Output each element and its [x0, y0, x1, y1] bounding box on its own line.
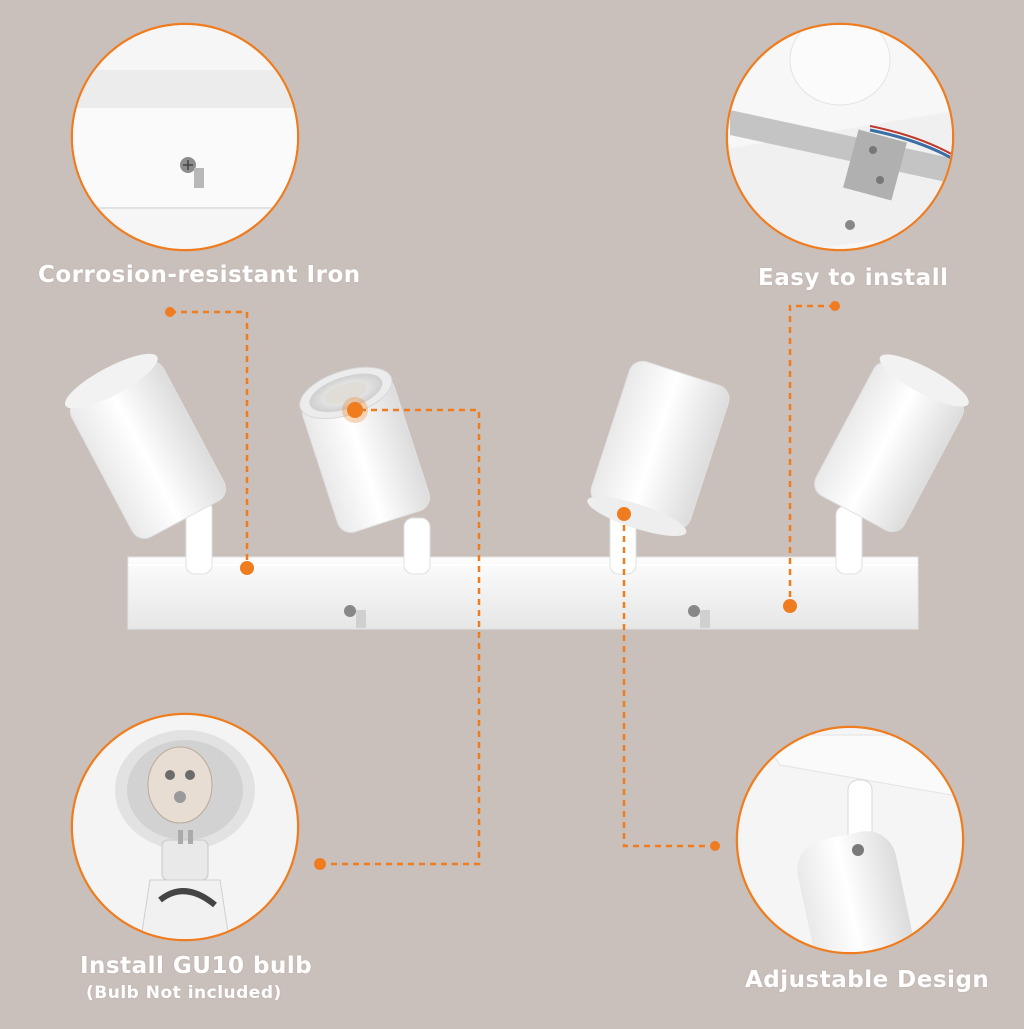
- callout-adjust-dot-start: [617, 507, 631, 521]
- spotlight-2: [299, 366, 431, 533]
- gu10-socket: [147, 746, 213, 824]
- callout-adjust-dot-end: [710, 841, 720, 851]
- track-light-fixture: [64, 353, 969, 630]
- feature-label-adjust: Adjustable Design: [745, 967, 990, 993]
- screw-icon: [180, 157, 204, 188]
- callout-bulb-dot-end: [347, 402, 363, 418]
- callout-install-dot-start: [830, 301, 840, 311]
- spotlight-1: [64, 353, 227, 539]
- callout-iron-dot-end: [240, 561, 254, 575]
- callout-bulb-dot-start: [314, 858, 326, 870]
- gu10-bulb: [139, 830, 231, 939]
- pivot-arm: [797, 831, 914, 952]
- callout-bulb: [320, 408, 481, 866]
- detail-circle-adjust: [735, 725, 965, 955]
- callout-iron-dot-start: [165, 307, 175, 317]
- mounting-bracket: [730, 110, 952, 185]
- callout-adjust: [622, 514, 715, 848]
- callout-install-dot-end: [783, 599, 797, 613]
- base-screw-right: [688, 605, 710, 628]
- detail-circle-install: [725, 22, 955, 252]
- spotlight-4: [814, 354, 969, 533]
- feature-label-install: Easy to install: [758, 265, 949, 291]
- spotlight-3: [587, 360, 730, 537]
- callout-iron: [170, 310, 249, 568]
- feature-label-iron: Corrosion-resistant Iron: [38, 262, 361, 288]
- detail-circle-iron: [70, 22, 300, 252]
- feature-note-bulb: (Bulb Not included): [86, 983, 282, 1003]
- base-bar: [127, 556, 919, 630]
- base-screw-left: [344, 605, 366, 628]
- callout-install: [788, 304, 835, 606]
- feature-label-bulb: Install GU10 bulb: [80, 953, 313, 979]
- detail-circle-bulb: [70, 712, 300, 942]
